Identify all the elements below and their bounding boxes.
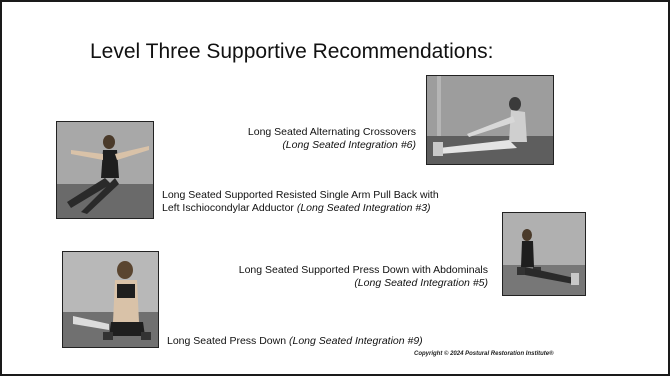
caption-press-down: Long Seated Press Down (Long Seated Inte…: [167, 335, 423, 348]
photo-resisted-pull-back: [56, 121, 154, 219]
caption-ref: (Long Seated Integration #3): [296, 202, 431, 214]
slide-title: Level Three Supportive Recommendations:: [90, 40, 494, 63]
caption-label: Long Seated Press Down: [167, 335, 289, 347]
caption-resisted-pull-back: Long Seated Supported Resisted Single Ar…: [162, 189, 439, 215]
caption-alternating-crossovers: Long Seated Alternating Crossovers (Long…: [172, 126, 416, 152]
photo-press-down-abdominals: [502, 212, 586, 296]
caption-label-line2: Left Ischiocondylar Adductor: [162, 202, 297, 214]
caption-ref: (Long Seated Integration #5): [354, 277, 488, 289]
caption-ref: (Long Seated Integration #6): [282, 139, 416, 151]
photo-press-down: [62, 251, 159, 348]
caption-press-down-abdominals: Long Seated Supported Press Down with Ab…: [170, 264, 488, 290]
caption-label: Long Seated Alternating Crossovers: [247, 126, 416, 138]
copyright: Copyright © 2024 Postural Restoration In…: [414, 351, 554, 357]
caption-label-line1: Long Seated Supported Resisted Single Ar…: [162, 189, 439, 201]
caption-ref: (Long Seated Integration #9): [289, 335, 423, 347]
caption-label: Long Seated Supported Press Down with Ab…: [238, 264, 488, 276]
photo-alternating-crossovers: [426, 75, 554, 165]
